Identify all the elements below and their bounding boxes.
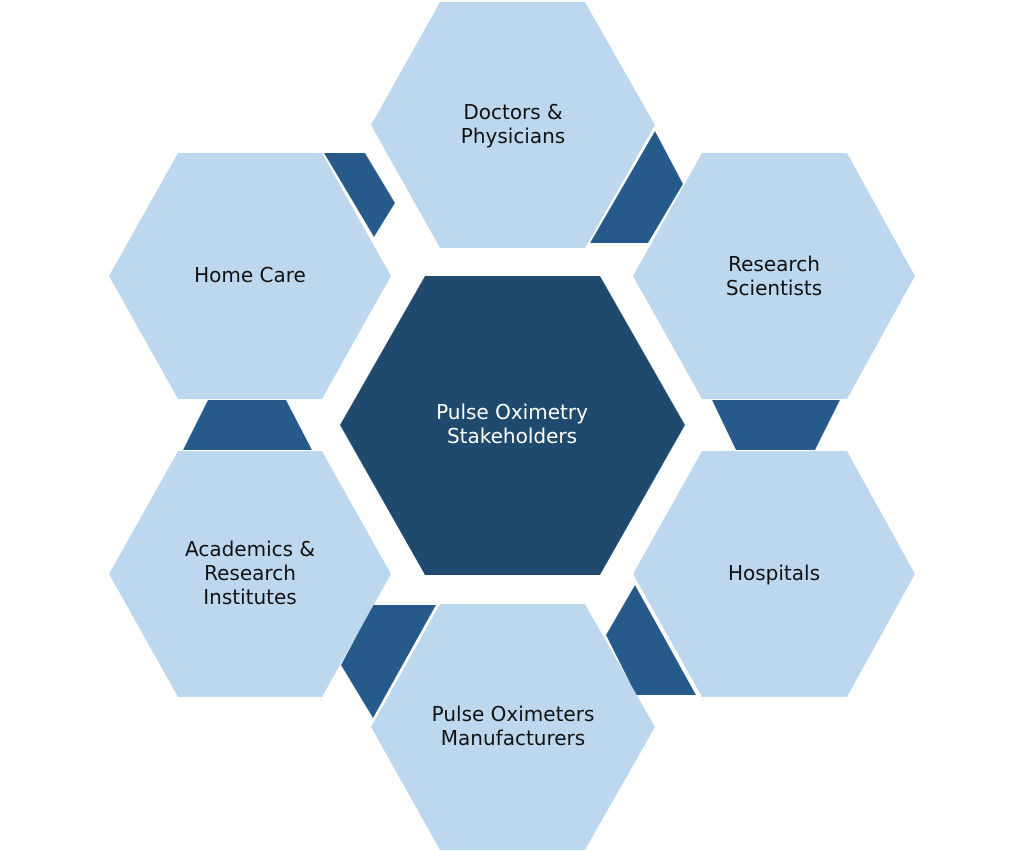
label-line: Manufacturers — [441, 726, 585, 750]
hex-hospitals — [633, 451, 915, 697]
connector-doctors-research — [590, 131, 683, 243]
node-doctors: Doctors &Physicians — [371, 2, 655, 248]
label-line: Research — [728, 252, 820, 276]
label-home-care: Home Care — [194, 263, 306, 287]
label-line: Pulse Oximetry — [436, 400, 588, 424]
label-hospitals: Hospitals — [728, 561, 820, 585]
node-hospitals: Hospitals — [633, 451, 915, 697]
hex-manufacturers — [371, 604, 655, 850]
hex-center — [340, 276, 685, 575]
connector-academics-homecare — [183, 400, 312, 450]
hex-home-care — [109, 153, 391, 399]
connector-manufacturers-academics — [341, 605, 436, 718]
label-doctors: Doctors &Physicians — [461, 100, 565, 148]
connectors — [183, 131, 840, 718]
label-line: Pulse Oximeters — [432, 702, 595, 726]
label-line: Scientists — [726, 276, 822, 300]
label-line: Academics & — [185, 537, 315, 561]
connector-hospitals-manufacturers — [606, 585, 696, 695]
label-line: Doctors & — [463, 100, 562, 124]
label-line: Research — [204, 561, 296, 585]
connector-research-hospitals — [712, 400, 840, 450]
node-home-care: Home Care — [109, 153, 391, 399]
label-line: Stakeholders — [447, 424, 577, 448]
hex-academics — [109, 451, 391, 697]
label-line: Hospitals — [728, 561, 820, 585]
connector-homecare-doctors — [324, 153, 395, 237]
hex-doctors — [371, 2, 655, 248]
label-line: Physicians — [461, 124, 565, 148]
label-line: Institutes — [203, 585, 296, 609]
label-line: Home Care — [194, 263, 306, 287]
hex-research-scientists — [633, 153, 915, 399]
